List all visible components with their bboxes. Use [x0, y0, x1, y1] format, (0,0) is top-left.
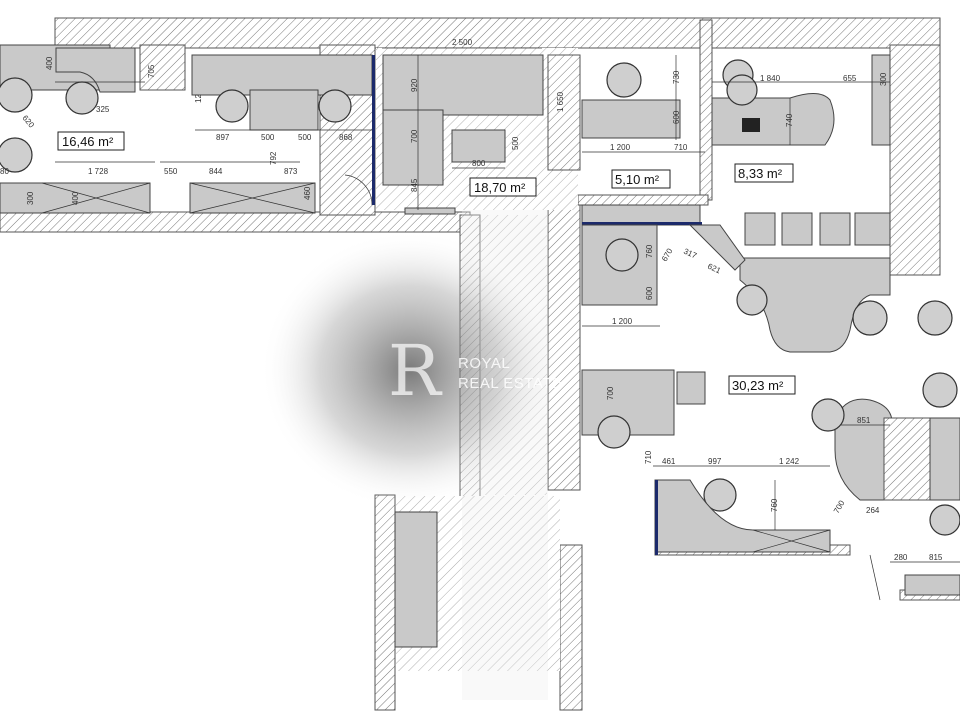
watermark: R ROYAL REAL ESTATE: [260, 230, 562, 510]
dim-label: 12: [194, 94, 203, 103]
dim-label: 317: [682, 247, 698, 261]
lounge-furniture: [382, 54, 581, 648]
dim-label: 1 242: [779, 457, 800, 466]
dim-label: 710: [674, 143, 688, 152]
dim-label: 844: [209, 167, 223, 176]
dim-label: 280: [894, 553, 908, 562]
area-label-open-office: 30,23 m²: [732, 378, 784, 393]
dimensions-lounge: 2 500 920 700 1 650 500 800 845: [382, 38, 565, 210]
dim-label: 461: [662, 457, 676, 466]
dim-label: 845: [410, 178, 419, 192]
dim-label: 264: [866, 506, 880, 515]
dim-label: 700: [832, 498, 847, 515]
dim-label: 1 200: [612, 317, 633, 326]
door-swing: [344, 174, 373, 206]
area-label-left-office: 16,46 m²: [62, 134, 114, 149]
watermark-line2: REAL ESTATE: [458, 375, 562, 392]
dim-label: 868: [339, 133, 353, 142]
dim-label: 1 840: [760, 74, 781, 83]
dim-label: 500: [298, 133, 312, 142]
dim-label: 621: [706, 262, 722, 276]
dim-label: 1 650: [556, 91, 565, 112]
dim-label: 400: [71, 191, 80, 205]
dim-label: 600: [645, 286, 654, 300]
dim-label: 80: [0, 167, 9, 176]
dim-label: 710: [644, 450, 653, 464]
window: [372, 55, 375, 205]
dim-label: 300: [879, 72, 888, 86]
dim-label: 997: [708, 457, 722, 466]
dim-label: 620: [20, 114, 36, 130]
dim-label: 873: [284, 167, 298, 176]
dim-label: 460: [303, 186, 312, 200]
dim-label: 500: [511, 136, 520, 150]
dim-label: 851: [857, 416, 871, 425]
dim-label: 500: [261, 133, 275, 142]
open-office-furniture: [581, 224, 960, 601]
dimensions-manager-office: 1 840 655 300 740: [712, 72, 890, 145]
dim-label: 655: [843, 74, 857, 83]
dim-label: 550: [164, 167, 178, 176]
dim-label: 670: [660, 246, 675, 263]
room-area-labels: 16,46 m² 18,70 m² 5,10 m² 8,33 m² 30,23 …: [57, 131, 796, 395]
area-label-lounge: 18,70 m²: [474, 180, 526, 195]
dim-label: 1 728: [88, 167, 109, 176]
dim-label: 920: [410, 78, 419, 92]
dim-label: 730: [672, 70, 681, 84]
dim-label: 815: [929, 553, 943, 562]
dim-label: 600: [672, 110, 681, 124]
small-office-furniture: [581, 62, 702, 226]
left-office-furniture: [0, 44, 375, 214]
dim-label: 760: [770, 498, 779, 512]
area-label-small-office: 5,10 m²: [615, 172, 660, 187]
dimensions-small-office: 730 600 1 200 710: [582, 55, 705, 153]
dim-label: 700: [606, 386, 615, 400]
dim-label: 897: [216, 133, 230, 142]
dim-label: 1 200: [610, 143, 631, 152]
watermark-line1: ROYAL: [458, 355, 510, 372]
watermark-logo: R: [388, 330, 443, 412]
dim-label: 760: [645, 244, 654, 258]
dim-label: 400: [45, 56, 54, 70]
dim-label: 325: [96, 105, 110, 114]
manager-office-furniture: [711, 54, 891, 246]
dim-label: 705: [147, 64, 156, 78]
dim-label: 2 500: [452, 38, 473, 47]
dim-label: 740: [785, 113, 794, 127]
dim-label: 800: [472, 159, 486, 168]
dim-label: 300: [26, 191, 35, 205]
dim-label: 792: [269, 151, 278, 165]
area-label-manager-office: 8,33 m²: [738, 166, 783, 181]
dim-label: 700: [410, 129, 419, 143]
